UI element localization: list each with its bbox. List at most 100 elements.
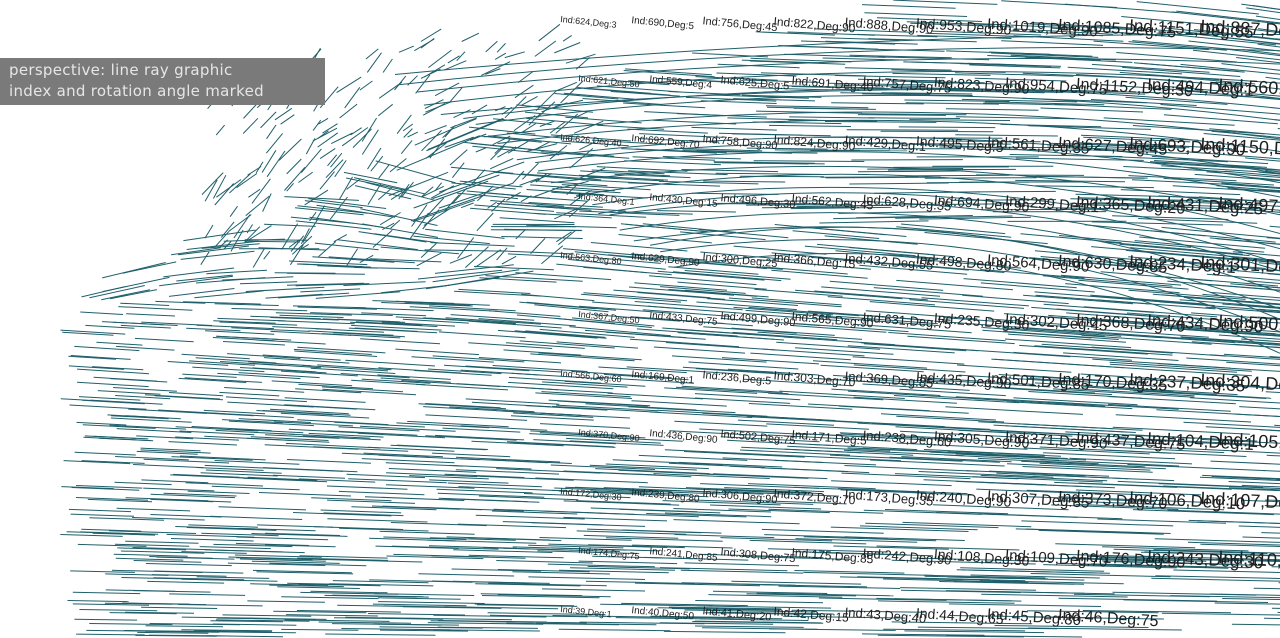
ray-line — [433, 614, 547, 618]
ray-line — [921, 297, 1029, 307]
ray-line — [556, 81, 578, 91]
ray-line — [200, 472, 278, 477]
ray-line — [434, 264, 514, 274]
ray-line — [171, 247, 221, 256]
ray-line — [1025, 175, 1148, 179]
ray-line — [1093, 328, 1209, 338]
ray-line — [216, 179, 242, 198]
ray-line — [626, 366, 738, 375]
ray-line — [181, 629, 273, 632]
ray-line — [1092, 445, 1225, 454]
ray-line — [579, 167, 606, 179]
ray-line — [1126, 142, 1233, 150]
ray-line — [576, 530, 687, 535]
ray-line — [449, 254, 473, 264]
ray-line — [947, 90, 1045, 94]
ray-line — [409, 475, 489, 480]
ray-line — [556, 404, 658, 412]
ray-line — [405, 617, 512, 621]
ray-line — [379, 212, 401, 226]
ray-line — [1090, 99, 1197, 106]
ray-line — [1067, 557, 1207, 562]
ray-line — [186, 527, 277, 531]
ray-line — [644, 111, 726, 117]
ray-line — [132, 547, 212, 551]
ray-line — [769, 124, 851, 127]
ray-line — [434, 182, 442, 192]
ray-line — [72, 591, 141, 595]
ray-line — [559, 569, 669, 574]
ray-line — [336, 76, 362, 94]
ray-line — [444, 194, 460, 212]
ray-line — [72, 603, 150, 606]
ray-line — [175, 436, 240, 441]
ray-line — [1214, 602, 1280, 605]
ray-line — [181, 616, 270, 619]
ray-line — [761, 266, 848, 275]
ray-line — [989, 51, 1093, 57]
ray-line — [252, 248, 265, 268]
ray-line — [668, 266, 759, 275]
ray-line — [653, 473, 770, 479]
ray-line — [501, 255, 517, 265]
ray-arc — [516, 136, 1280, 175]
ray-line — [828, 82, 927, 86]
ray-line — [116, 345, 175, 351]
ray-line — [841, 472, 971, 480]
ray-line — [849, 54, 952, 59]
ray-arc — [440, 88, 1280, 115]
ray-line — [675, 328, 790, 338]
ray-line — [279, 314, 344, 318]
ray-line — [628, 286, 735, 296]
ray-line — [501, 236, 583, 239]
ray-line — [631, 400, 727, 407]
ray-line — [315, 205, 325, 221]
ray-line — [803, 536, 937, 542]
ray-line — [412, 199, 475, 223]
ray-index-label: Ind:108,Deg:30 — [933, 546, 1030, 569]
ray-line — [227, 353, 301, 359]
ray-line — [1112, 591, 1257, 596]
ray-line — [1109, 363, 1238, 373]
ray-index-label: Ind:238,Deg:60 — [862, 427, 952, 449]
ray-line — [994, 387, 1113, 396]
ray-line — [1151, 326, 1280, 337]
ray-line — [426, 197, 445, 217]
ray-line — [549, 121, 566, 134]
ray-line — [685, 96, 777, 102]
ray-line — [1109, 361, 1252, 372]
ray-line — [290, 216, 354, 224]
ray-line — [361, 378, 431, 384]
ray-line — [437, 492, 545, 498]
ray-line — [934, 437, 1072, 446]
ray-line — [369, 537, 457, 542]
ray-line — [682, 366, 773, 374]
ray-line — [402, 318, 469, 324]
ray-line — [689, 582, 796, 586]
ray-line — [748, 87, 829, 91]
ray-line — [485, 68, 501, 75]
ray-line — [598, 366, 687, 374]
ray-line — [351, 506, 437, 511]
ray-line — [1006, 401, 1133, 410]
ray-line — [312, 256, 395, 263]
ray-index-label: Ind:364,Deg:1 — [578, 191, 635, 207]
ray-line — [418, 573, 515, 577]
ray-line — [513, 115, 536, 132]
ray-line — [584, 436, 683, 442]
ray-line — [713, 161, 815, 164]
ray-line — [512, 571, 610, 575]
ray-line — [382, 58, 393, 73]
ray-line — [438, 331, 526, 339]
ray-line — [118, 306, 193, 311]
ray-line — [266, 124, 277, 140]
ray-line — [1199, 476, 1280, 481]
ray-line — [122, 261, 177, 274]
ray-line — [140, 449, 211, 454]
ray-line — [136, 435, 194, 440]
ray-line — [1168, 327, 1280, 336]
ray-line — [1173, 569, 1280, 573]
ray-line — [722, 162, 825, 165]
ray-line — [378, 454, 480, 461]
ray-line — [642, 309, 731, 317]
